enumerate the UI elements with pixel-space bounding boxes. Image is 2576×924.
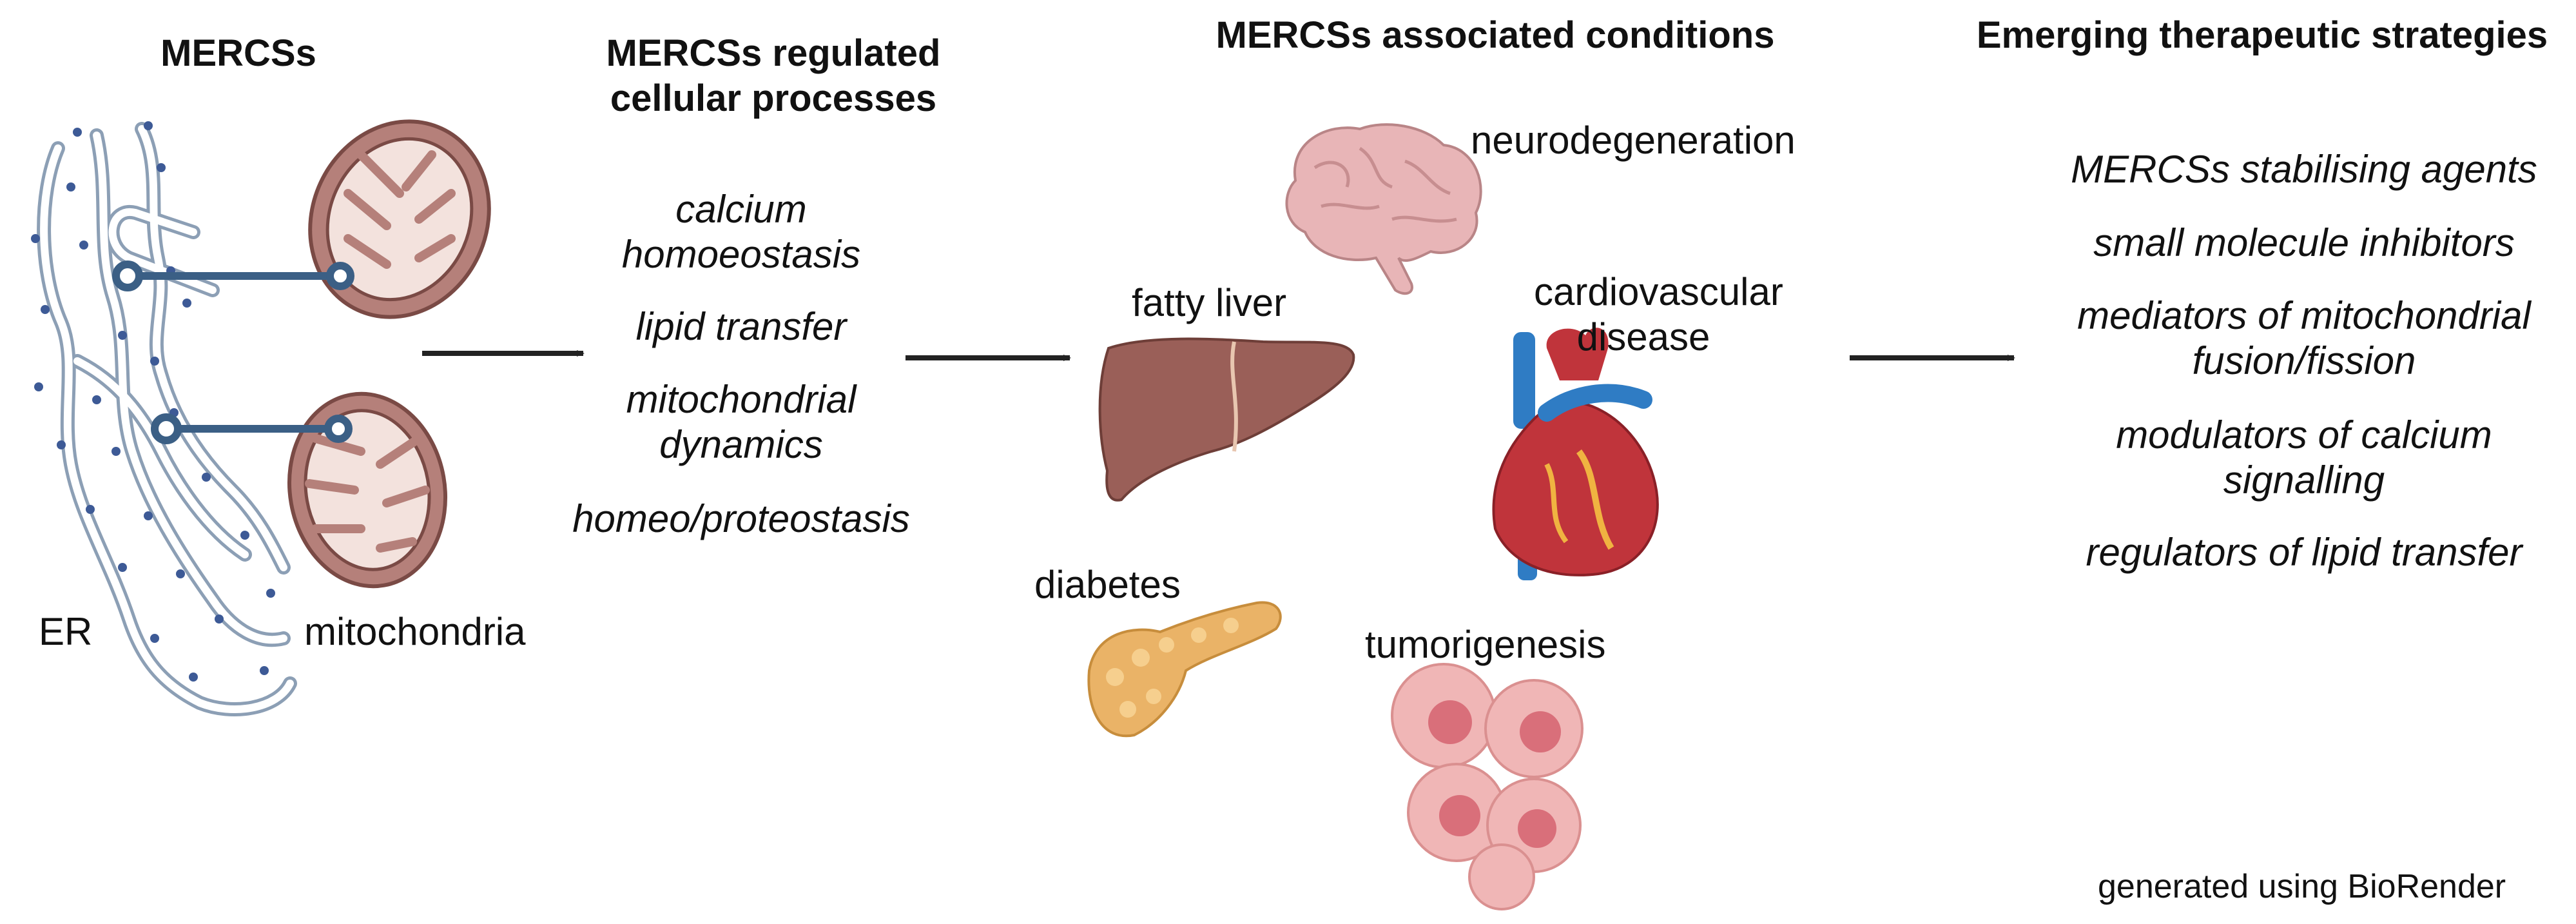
strategy-item-line: MERCSs stabilising agents — [2071, 148, 2537, 191]
condition-fatty-liver: fatty liver — [1132, 281, 1287, 324]
liver-icon — [1098, 337, 1355, 502]
label-mitochondria: mitochondria — [304, 610, 526, 653]
process-item: mitochondrial dynamics — [535, 377, 947, 467]
strategy-item: modulators of calcium signalling — [2037, 413, 2571, 503]
condition-cardiovascular-line: cardiovascular — [1534, 270, 1783, 313]
brain-icon — [1285, 123, 1482, 295]
header-mercss: MERCSs — [160, 32, 316, 74]
label-er: ER — [39, 610, 93, 653]
header-processes-line: cellular processes — [610, 77, 937, 119]
condition-cardiovascular: cardiovascular disease — [1534, 270, 1783, 360]
header-strategies: Emerging therapeutic strategies — [1976, 14, 2548, 56]
flow-arrows — [422, 350, 2015, 361]
mitochondrion-bottom — [287, 391, 448, 589]
process-item-line: calcium — [675, 188, 807, 231]
process-item: calcium homoeostasis — [535, 187, 947, 277]
mercs-tethers — [112, 260, 354, 444]
strategy-item-line: signalling — [2223, 458, 2385, 502]
biorender-credit: generated using BioRender — [2098, 868, 2506, 905]
header-conditions: MERCSs associated conditions — [1215, 14, 1775, 56]
strategy-item-line: mediators of mitochondrial — [2077, 294, 2531, 337]
condition-tumorigenesis: tumorigenesis — [1365, 623, 1606, 666]
strategy-item: MERCSs stabilising agents — [2037, 147, 2571, 192]
condition-cardiovascular-line: disease — [1576, 315, 1710, 359]
pancreas-icon — [1087, 601, 1282, 738]
strategy-item-line: fusion/fission — [2192, 339, 2416, 382]
process-item-line: homoeostasis — [621, 233, 861, 276]
condition-diabetes: diabetes — [1034, 563, 1181, 606]
er-illustration — [31, 121, 297, 716]
process-item: lipid transfer — [535, 304, 947, 349]
strategy-item: mediators of mitochondrial fusion/fissio… — [2037, 293, 2571, 384]
tumor-cells-icon — [1391, 663, 1583, 910]
process-item-line: dynamics — [659, 423, 823, 466]
header-processes: MERCSs regulated cellular processes — [567, 31, 980, 121]
process-item-line: mitochondrial — [626, 378, 857, 421]
process-item-line: homeo/proteostasis — [572, 497, 910, 540]
strategy-item-line: small molecule inhibitors — [2093, 221, 2515, 264]
strategy-item-line: regulators of lipid transfer — [2086, 531, 2523, 574]
process-item: homeo/proteostasis — [535, 496, 947, 542]
strategy-item: regulators of lipid transfer — [2037, 530, 2571, 575]
mitochondrion-top — [308, 119, 491, 319]
strategy-item-line: modulators of calcium — [2116, 413, 2492, 457]
process-item-line: lipid transfer — [635, 305, 847, 348]
strategy-item: small molecule inhibitors — [2037, 221, 2571, 266]
condition-neurodegeneration: neurodegeneration — [1471, 119, 1796, 162]
header-processes-line: MERCSs regulated — [606, 32, 941, 74]
heart-icon — [1492, 328, 1659, 580]
